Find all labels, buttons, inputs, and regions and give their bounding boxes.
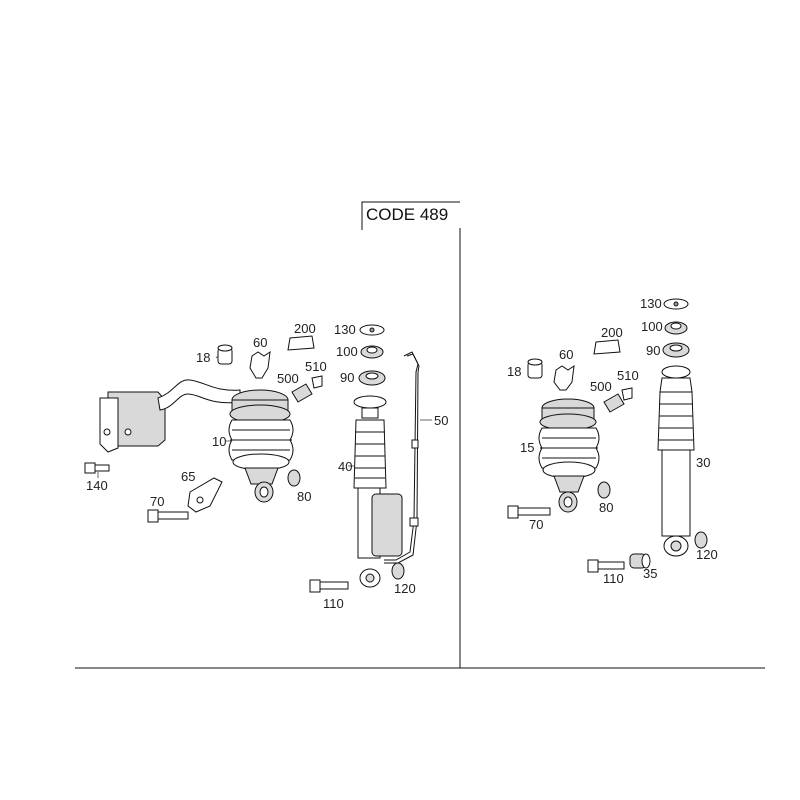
r-cap-120-part: [694, 531, 708, 549]
callout-140: 140: [86, 478, 108, 493]
r-callout-30: 30: [696, 455, 710, 470]
r-mount-130-part: [663, 298, 689, 310]
callout-100: 100: [336, 344, 358, 359]
shock-absorber-40-part: [353, 395, 403, 588]
r-callout-500: 500: [590, 379, 612, 394]
r-callout-510: 510: [617, 368, 639, 383]
callout-120: 120: [394, 581, 416, 596]
hose-50-part: [384, 351, 420, 564]
callout-10: 10: [212, 434, 226, 449]
clip-60-part: [249, 350, 271, 379]
mount-100-part: [360, 345, 384, 359]
r-mount-100-part: [664, 321, 688, 335]
r-callout-60: 60: [559, 347, 573, 362]
callout-40: 40: [338, 459, 352, 474]
r-bolt-110-part: [587, 559, 625, 573]
callout-50: 50: [434, 413, 448, 428]
code-label: CODE 489: [366, 205, 448, 224]
air-reservoir-part: [99, 379, 241, 453]
bolt-110-part: [309, 579, 349, 593]
r-callout-120: 120: [696, 547, 718, 562]
mount-90-part: [358, 370, 386, 386]
lower-bushing-part: [254, 481, 274, 503]
r-clip-60-part: [553, 364, 575, 391]
r-callout-130: 130: [640, 296, 662, 311]
callout-65: 65: [181, 469, 195, 484]
r-cap-80-part: [597, 481, 611, 499]
valve-510-part: [311, 375, 323, 389]
nut-18-part: [217, 344, 233, 365]
callout-70: 70: [150, 494, 164, 509]
code-label-box: CODE 489: [361, 201, 460, 230]
r-callout-110: 110: [603, 571, 624, 586]
r-valve-510-part: [621, 387, 633, 401]
r-mount-90-part: [662, 342, 690, 358]
mount-130-part: [359, 324, 385, 336]
callout-500: 500: [277, 371, 299, 386]
bolt-140-part: [84, 462, 110, 474]
r-callout-200: 200: [601, 325, 623, 340]
right-assembly: 130 100 200 60 90 18 500 510 15 30 70 80…: [507, 296, 718, 586]
r-callout-100: 100: [641, 319, 663, 334]
r-valve-500-part: [603, 393, 625, 413]
r-bushing-35-part: [629, 553, 651, 569]
r-lower-bushing-part: [558, 491, 578, 513]
callout-200: 200: [294, 321, 316, 336]
callout-18: 18: [196, 350, 210, 365]
air-spring-10-part: [228, 389, 294, 485]
r-nut-18-part: [527, 358, 543, 379]
valve-500-part: [291, 383, 313, 403]
bracket-65-part: [187, 477, 223, 513]
r-bolt-70-part: [507, 505, 551, 519]
callout-510: 510: [305, 359, 327, 374]
cap-120-part: [391, 562, 405, 580]
callout-110: 110: [323, 596, 344, 611]
r-wedge-200-part: [593, 339, 621, 355]
callout-60: 60: [253, 335, 267, 350]
r-callout-90: 90: [646, 343, 660, 358]
air-spring-15-part: [538, 398, 600, 493]
callout-130: 130: [334, 322, 356, 337]
r-callout-18: 18: [507, 364, 521, 379]
r-callout-70: 70: [529, 517, 543, 532]
r-callout-80: 80: [599, 500, 613, 515]
cap-80-part: [287, 469, 301, 487]
left-assembly: 18 60 200 130 100 90 500 510 50 10 40 65…: [84, 321, 448, 611]
r-callout-15: 15: [520, 440, 534, 455]
callout-90: 90: [340, 370, 354, 385]
callout-80: 80: [297, 489, 311, 504]
shock-absorber-30-part: [657, 365, 695, 557]
bolt-70-part: [147, 509, 189, 523]
r-callout-35: 35: [643, 566, 657, 581]
wedge-200-part: [287, 335, 315, 351]
